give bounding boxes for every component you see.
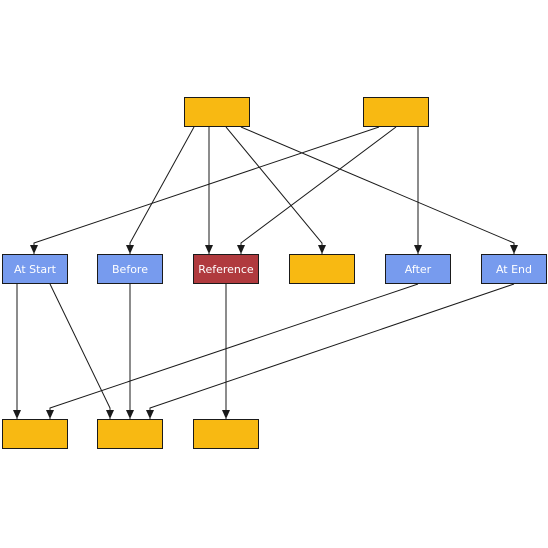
node-label: After (404, 262, 432, 276)
edge-top-right-to-reference (237, 126, 397, 254)
node-bottom-mid (97, 419, 163, 449)
edge-top-left-to-at-end (240, 126, 518, 254)
node-after: After (385, 254, 451, 284)
edge-top-right-to-at-start (30, 126, 380, 254)
edge-after-to-bottom-left (46, 283, 419, 419)
node-label: At Start (13, 262, 56, 276)
node-mid-empty (289, 254, 355, 284)
edge-top-left-to-mid-empty (225, 126, 326, 254)
node-label: Reference (198, 262, 254, 276)
edge-at-end-to-bottom-mid (146, 283, 515, 419)
node-label: At End (495, 262, 533, 276)
node-top-right (363, 97, 429, 127)
node-at-start: At Start (2, 254, 68, 284)
edge-at-start-to-bottom-mid (49, 283, 114, 419)
node-bottom-left (2, 419, 68, 449)
node-bottom-right (193, 419, 259, 449)
node-top-left (184, 97, 250, 127)
node-reference: Reference (193, 254, 259, 284)
node-label: Before (112, 262, 148, 276)
edge-top-left-to-before (126, 126, 195, 254)
node-before: Before (97, 254, 163, 284)
node-at-end: At End (481, 254, 547, 284)
